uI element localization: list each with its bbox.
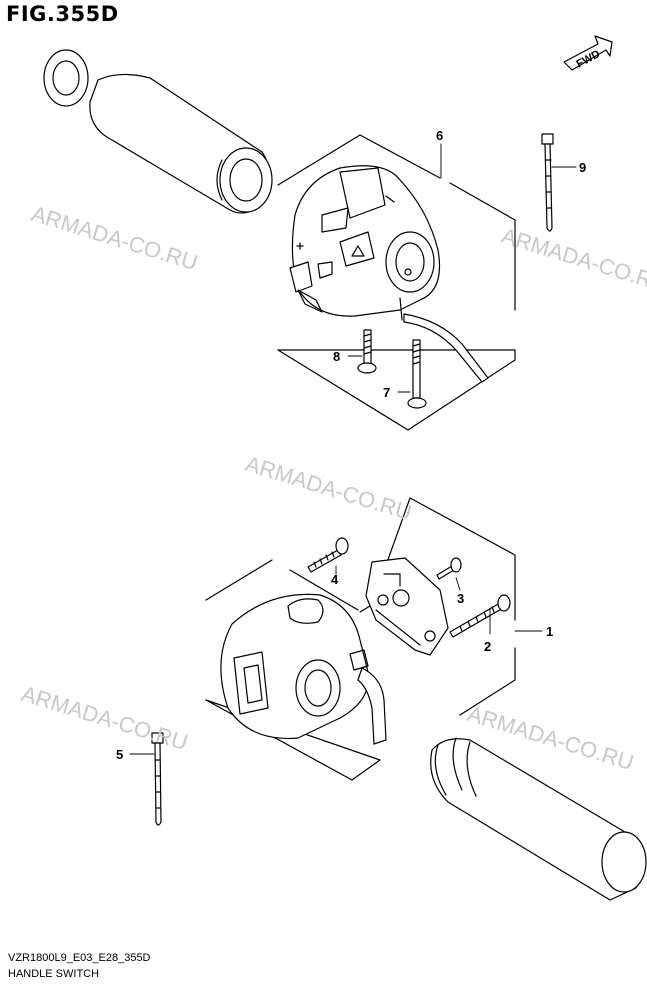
callout-5: 5: [116, 747, 123, 762]
bolt-8: [357, 329, 377, 374]
bolt-4: [307, 537, 349, 573]
lower-switch-housing: [220, 593, 387, 745]
watermark-text: ARMADA-CO.RU: [243, 451, 415, 525]
clamp-plate: [365, 557, 449, 656]
fwd-badge: [563, 35, 613, 71]
callout-1: 1: [546, 624, 553, 639]
callout-6: 6: [436, 128, 443, 143]
figure-code: VZR1800L9_E03_E28_355D: [8, 952, 151, 964]
bolt-7: [407, 339, 427, 409]
upper-assembly-outline: [277, 134, 516, 431]
callout-9: 9: [579, 160, 586, 175]
cable-tie-5: [151, 732, 164, 826]
upper-switch-housing: [289, 165, 489, 383]
callout-8: 8: [333, 349, 340, 364]
callout-7: 7: [383, 385, 390, 400]
callout-2: 2: [484, 639, 491, 654]
watermark-text: ARMADA-CO.RU: [499, 223, 647, 297]
screw-3: [436, 557, 462, 580]
callout-3: 3: [457, 591, 464, 606]
cable-tie-9: [541, 133, 554, 232]
callout-4: 4: [331, 572, 339, 587]
right-grip: [430, 737, 647, 901]
watermark-text: ARMADA-CO.RU: [19, 681, 191, 755]
figure-title: FIG.355D: [6, 2, 119, 26]
left-grip: [43, 49, 273, 214]
fwd-label: FWD: [574, 48, 602, 70]
leader-lines: [129, 143, 577, 755]
watermark-text: ARMADA-CO.RU: [29, 201, 201, 275]
figure-caption: HANDLE SWITCH: [8, 968, 100, 980]
